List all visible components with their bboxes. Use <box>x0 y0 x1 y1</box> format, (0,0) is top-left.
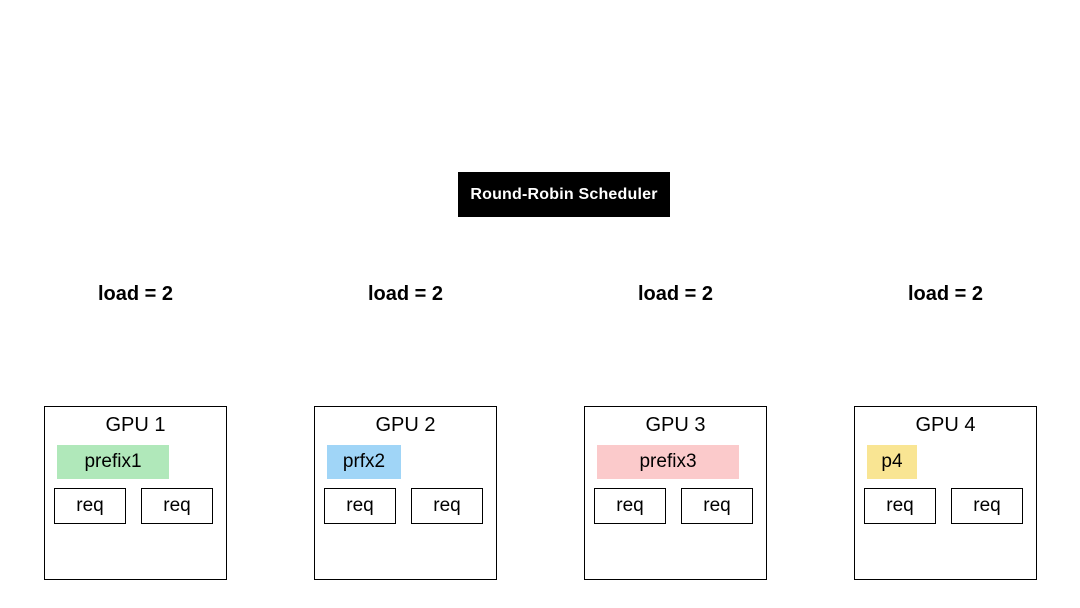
gpu-1-title: GPU 1 <box>105 414 166 436</box>
gpu-1-request-block: req <box>54 488 126 524</box>
load-label-gpu-2: load = 2 <box>367 283 444 305</box>
gpu-4-request-block: req <box>951 488 1023 524</box>
gpu-2-title: GPU 2 <box>375 414 436 436</box>
gpu-2-request-row: req req <box>324 488 483 524</box>
gpu-1-prefix-block: prefix1 <box>57 445 169 479</box>
gpu-2-request-block: req <box>411 488 483 524</box>
load-label-gpu-1: load = 2 <box>97 283 174 305</box>
gpu-3-box: GPU 3 prefix3 req req <box>584 406 767 580</box>
gpu-2-request-block: req <box>324 488 396 524</box>
round-robin-scheduler-box: Round-Robin Scheduler <box>458 172 670 217</box>
gpu-2-prefix-block: prfx2 <box>327 445 401 479</box>
load-label-gpu-4: load = 2 <box>907 283 984 305</box>
gpu-2-box: GPU 2 prfx2 req req <box>314 406 497 580</box>
gpu-4-prefix-block: p4 <box>867 445 917 479</box>
gpu-1-request-block: req <box>141 488 213 524</box>
gpu-4-title: GPU 4 <box>915 414 976 436</box>
gpu-1-box: GPU 1 prefix1 req req <box>44 406 227 580</box>
gpu-4-request-row: req req <box>864 488 1023 524</box>
gpu-4-box: GPU 4 p4 req req <box>854 406 1037 580</box>
round-robin-scheduler-label: Round-Robin Scheduler <box>470 185 658 203</box>
gpu-3-title: GPU 3 <box>645 414 706 436</box>
gpu-3-request-block: req <box>681 488 753 524</box>
gpu-3-request-block: req <box>594 488 666 524</box>
load-label-gpu-3: load = 2 <box>637 283 714 305</box>
gpu-3-request-row: req req <box>594 488 753 524</box>
gpu-1-request-row: req req <box>54 488 213 524</box>
gpu-4-request-block: req <box>864 488 936 524</box>
gpu-3-prefix-block: prefix3 <box>597 445 739 479</box>
